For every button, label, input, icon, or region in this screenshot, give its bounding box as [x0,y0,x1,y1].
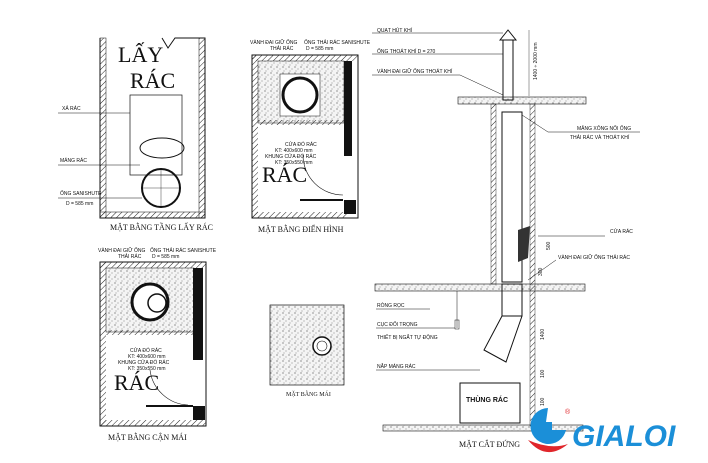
drawing-label: 1400 [540,329,546,340]
plan-near-roof: VÀNH ĐAI GIỮ ỐNG THẢI RÁC ỐNG THẢI RÁC S… [98,247,217,442]
drawing-label: VÀNH ĐAI GIỮ ỐNG [250,39,297,46]
drawing-label: XẢ RÁC [62,105,81,112]
drawing-label: CỬA ĐỔ RÁC [285,141,317,148]
drawing-label: THẢI RÁC VÀ THOÁT KHÍ [570,134,630,141]
drawing-label: MĂNG XÔNG NỐI ỐNG [577,125,631,132]
drawing-label: CỬA ĐỔ RÁC [130,347,162,354]
drawing-label: RÁC [130,68,175,93]
drawing-label: KT: 400x600 mm [275,148,313,154]
drawing-label: KT: 350x550 mm [275,160,313,166]
drawing-label: RÁC [114,370,159,395]
drawing-label: KHUNG CỬA ĐỔ RÁC [265,153,317,160]
drawing-label: 500 [546,241,552,250]
gialoi-logo: GIALOI ® [528,408,676,453]
plan-typical-floor: VÀNH ĐAI GIỮ ỐNG THẢI RÁC ỐNG THẢI RÁC S… [250,39,371,234]
drawing-label: VÀNH ĐAI GIỮ ỐNG THẢI RÁC [558,254,630,261]
drawing-label: ỐNG SANISHUTE [60,190,102,197]
drawing-label: D = 585 mm [306,46,333,52]
drawing-label: MẶT CẮT ĐỨNG [459,439,520,449]
drawing-label: NẮP MÁNG RÁC [377,362,416,370]
drawing-label: D = 585 mm [66,201,93,207]
drawing-label: 300 [538,267,544,276]
drawing-label: THẢI RÁC [118,253,142,260]
drawing-label: 1400 ÷ 2000 mm [533,43,539,81]
drawing-label: VÀNH ĐAI GIỮ ỐNG THOÁT KHÍ [377,68,453,75]
drawing-label: ® [565,408,571,416]
drawing-label: MẶT BẰNG TẦNG LẤY RÁC [110,222,213,232]
drawing-label: VÀNH ĐAI GIỮ ỐNG [98,247,145,254]
plan-collection-floor: LẤY RÁC XẢ RÁC MÁNG RÁC ỐNG SANISHUTE D … [58,37,213,232]
drawing-label: MẶT BẰNG MÁI [286,390,331,398]
drawing-label: CỤC ĐỐI TRỌNG [377,321,418,328]
drawing-label: RÁC [262,162,307,187]
drawing-label: THÙNG RÁC [466,395,508,404]
drawing-label: RÒNG RỌC [377,302,405,309]
drawing-label: ỐNG THẢI RÁC SANISHUTE [304,39,371,46]
drawing-label: ỐNG THẢI RÁC SANISHUTE [150,247,217,254]
drawing-label: GIALOI [572,420,676,453]
drawing-label: 100 [540,369,546,378]
drawing-label: KT: 350x550 mm [128,366,166,372]
drawing-label: D = 585 mm [152,254,179,260]
plan-roof: MẶT BẰNG MÁI [269,304,345,398]
drawing-label: MÁNG RÁC [60,157,87,164]
drawing-label: QUẠT HÚT KHÍ [377,27,413,34]
drawing-label: MẶT BẰNG ĐIỂN HÌNH [258,224,344,234]
drawing-label: KHUNG CỬA ĐỔ RÁC [118,359,170,366]
drawing-label: CỬA RÁC [610,228,633,235]
vertical-section: THÙNG RÁC QUẠT HÚT KHÍ ỐNG THOÁT KHÍ D =… [372,27,640,449]
drawing-label: 100 [540,397,546,406]
drawing-label: LẤY [118,42,163,67]
drawing-label: THẢI RÁC [270,45,294,52]
drawing-label: ỐNG THOÁT KHÍ D = 270 [377,48,436,55]
drawing-label: MẶT BẰNG CẬN MÁI [108,432,187,442]
drawing-label: THIẾT BỊ NGẮT TỰ ĐỘNG [377,333,438,341]
drawing-label: KT: 400x600 mm [128,354,166,360]
